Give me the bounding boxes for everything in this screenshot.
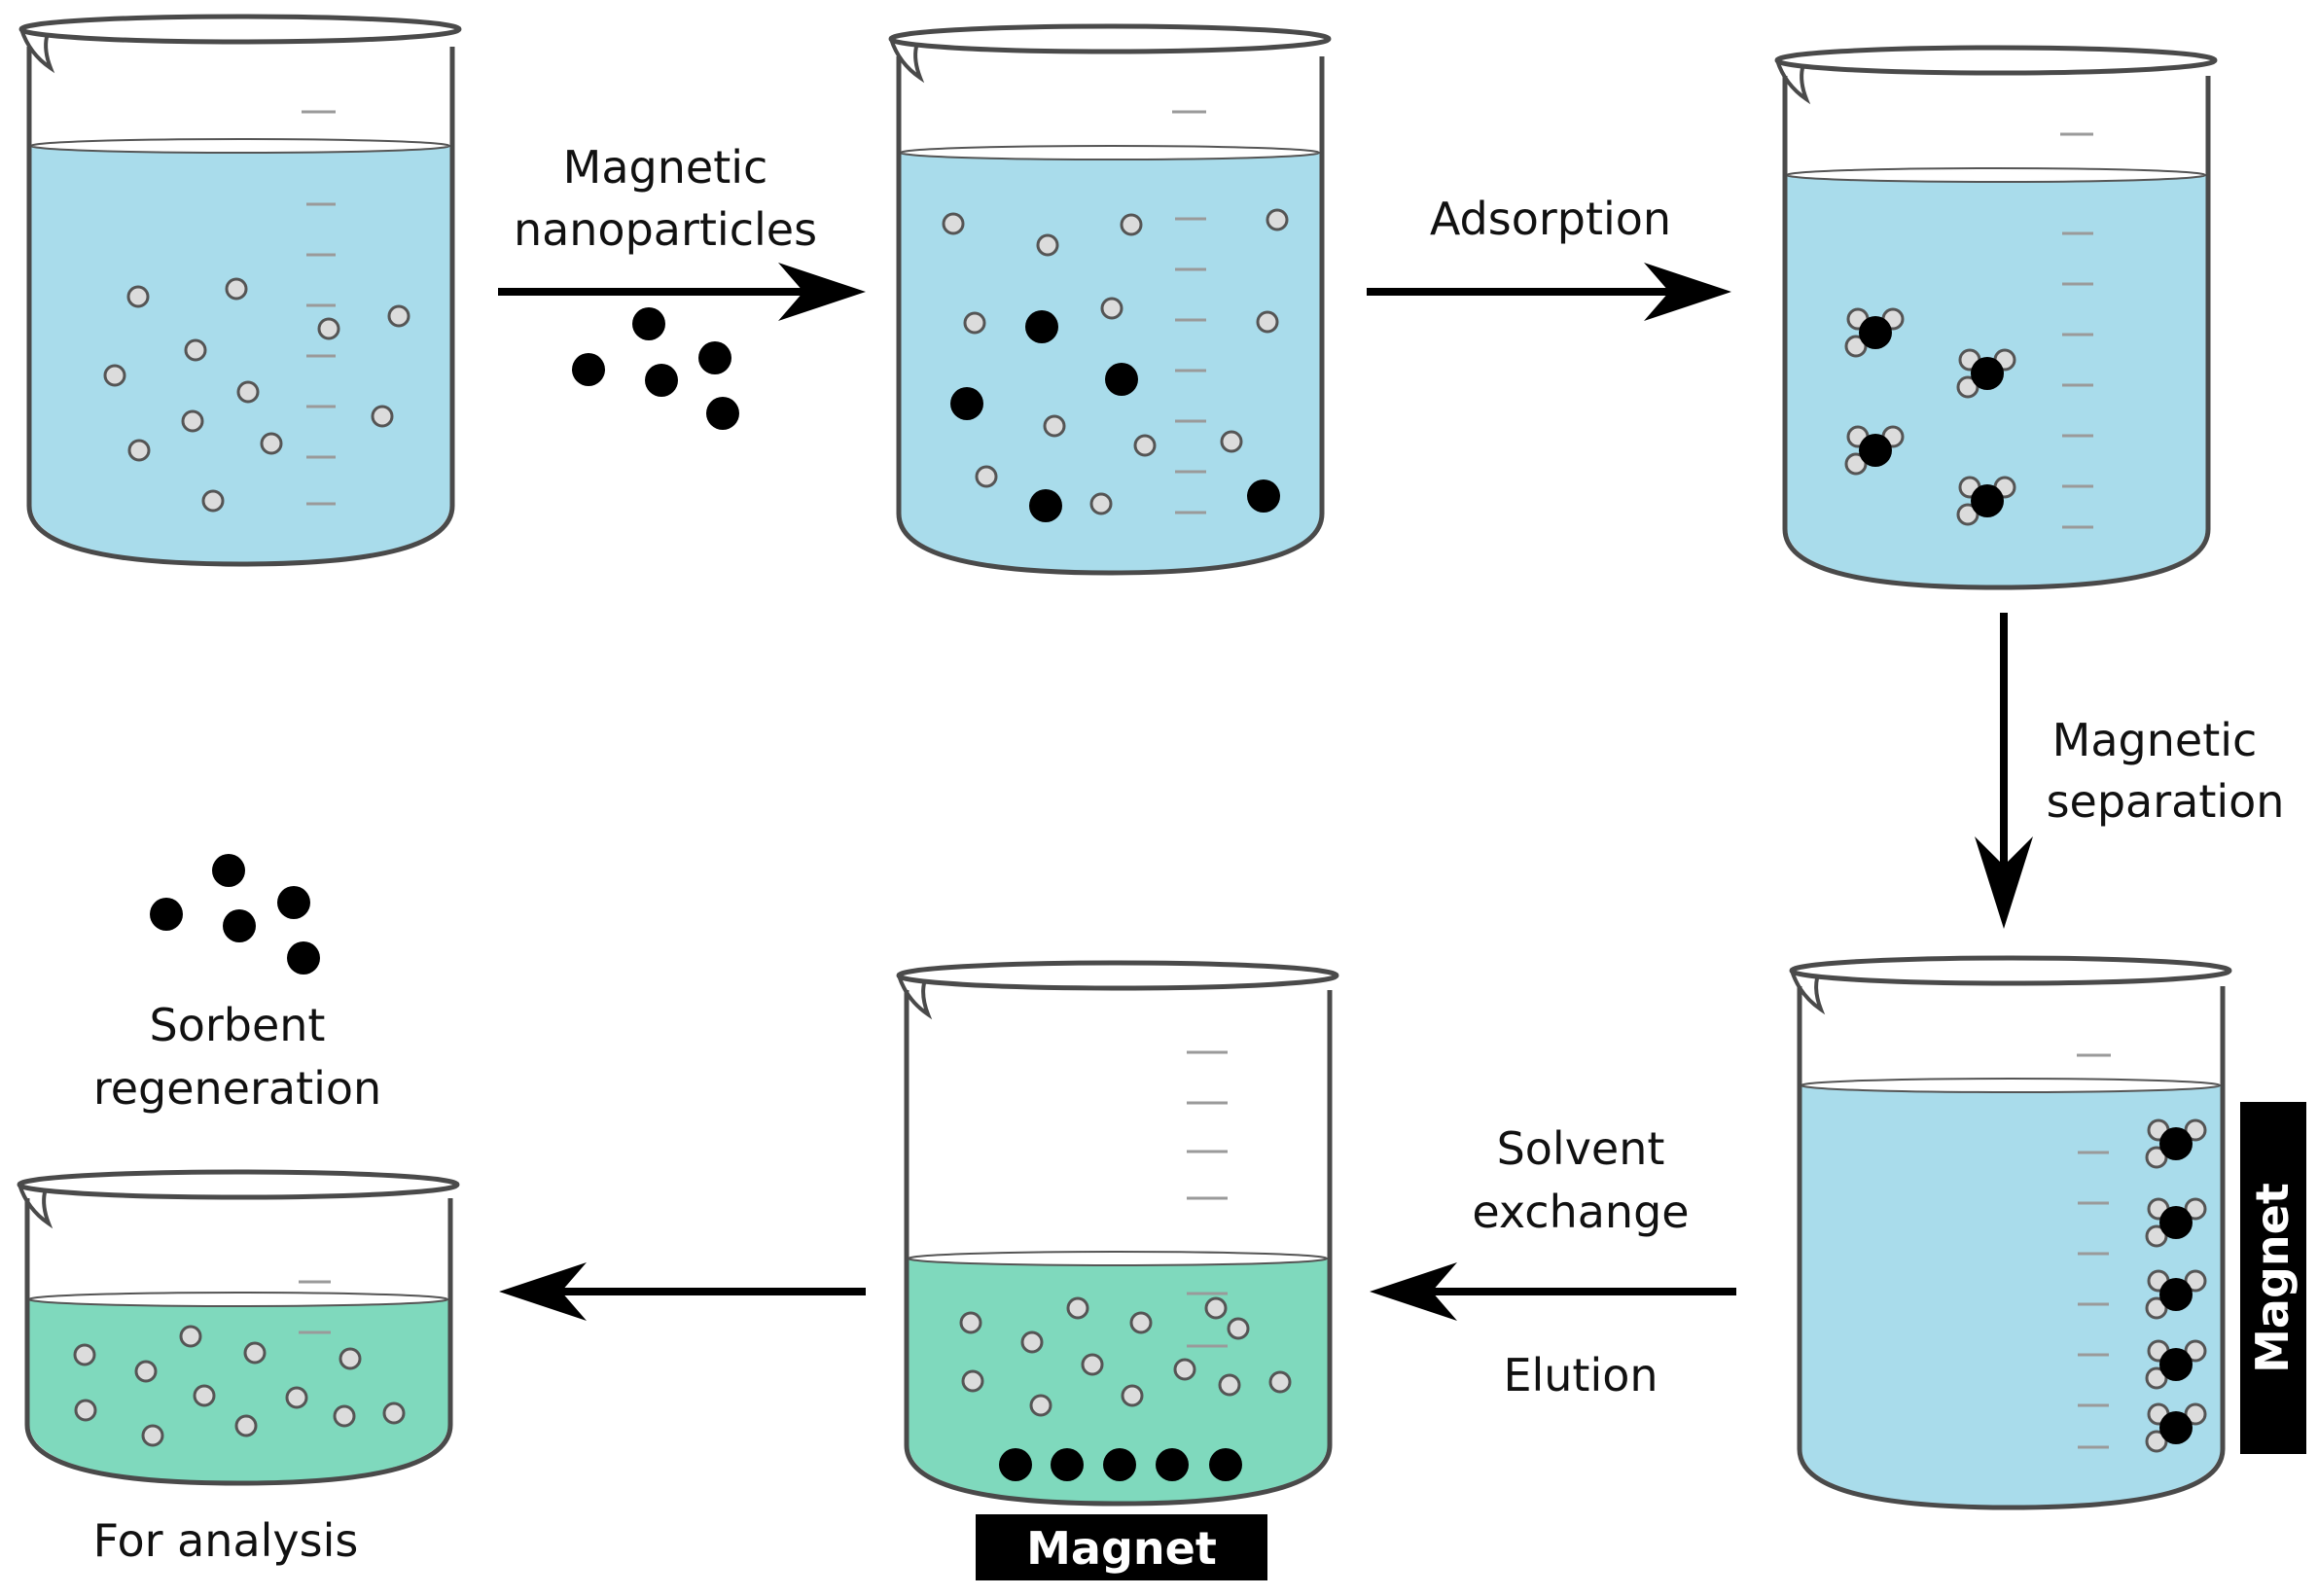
- magnet-bottom-block: [976, 1514, 1267, 1580]
- beaker-5-glass: [904, 990, 1333, 1507]
- beaker-1-liquid: [31, 146, 450, 562]
- label-adsorption: Adsorption: [1430, 193, 1671, 245]
- magnet-bottom-label: Magnet: [1026, 1522, 1217, 1575]
- label-solvent-exchange-line2: exchange: [1472, 1186, 1689, 1238]
- label-solvent-exchange-line1: Solvent: [1497, 1122, 1665, 1175]
- label-sorbent-regeneration-line2: regeneration: [93, 1062, 381, 1115]
- beaker-4-liquid: [1801, 1085, 2221, 1506]
- beaker-6-glass: [24, 1198, 453, 1486]
- beaker-1-glass: [26, 47, 455, 567]
- label-magnetic-nanoparticles-line2: nanoparticles: [514, 203, 817, 256]
- arrow-adsorption: [1367, 263, 1731, 321]
- arrow-to-analysis: [499, 1262, 866, 1321]
- beaker-2-liquid: [901, 153, 1320, 571]
- beaker-6-liquid: [29, 1299, 448, 1481]
- beaker-3-adsorbed: [1774, 45, 2218, 590]
- beaker-6-for-analysis: [17, 1169, 460, 1486]
- beaker-2-dispersion: [888, 23, 1332, 576]
- label-magnetic-separation-line1: Magnetic: [2052, 714, 2258, 766]
- magnet-side-label: Magnet: [2246, 1183, 2299, 1373]
- beaker-5-elution: Magnet: [896, 960, 1339, 1580]
- label-sorbent-regeneration-line1: Sorbent: [150, 999, 326, 1051]
- beaker-3-glass: [1782, 76, 2211, 590]
- beaker-2-glass: [896, 56, 1325, 576]
- beaker-4-separation: Magnet: [1789, 955, 2306, 1510]
- arrow-solvent-exchange: [1370, 1262, 1736, 1321]
- beaker-4-glass: [1797, 986, 2226, 1510]
- label-magnetic-nanoparticles-line1: Magnetic: [563, 141, 768, 194]
- arrow-add-nanoparticles: [498, 263, 866, 321]
- beaker-1-sample: [18, 14, 462, 567]
- regenerated-sorbent-particles: [150, 854, 320, 975]
- magnet-side-block: [2240, 1102, 2306, 1454]
- added-nanoparticles: [572, 307, 739, 430]
- beaker-5-liquid: [909, 1259, 1328, 1502]
- label-elution: Elution: [1503, 1349, 1658, 1401]
- label-magnetic-separation-line2: separation: [2047, 775, 2285, 828]
- label-for-analysis: For analysis: [93, 1514, 359, 1567]
- arrow-magnetic-separation: [1975, 613, 2033, 929]
